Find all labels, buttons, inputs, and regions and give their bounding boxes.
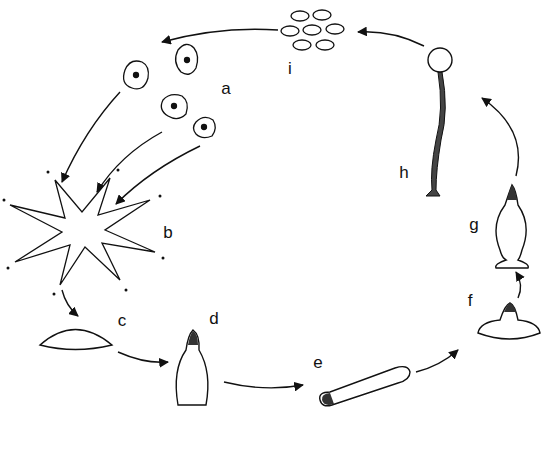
stage-letter: h — [399, 164, 408, 181]
culminant — [478, 303, 540, 339]
stage-letter: a — [221, 80, 230, 97]
stage-letter: f — [468, 292, 473, 309]
stage-letter: i — [288, 60, 292, 77]
stage-letter: g — [469, 216, 478, 233]
stage-letter: c — [118, 312, 127, 329]
upright-slug — [176, 330, 208, 405]
rising-culminant — [496, 185, 529, 268]
mound — [40, 330, 112, 350]
aggregation — [3, 169, 165, 296]
migrating-slug — [320, 367, 410, 406]
stage-letter: b — [163, 224, 172, 241]
stage-letter: e — [313, 354, 322, 371]
spores — [281, 10, 344, 50]
amoebae — [124, 44, 216, 137]
fruiting-body — [426, 48, 452, 196]
stage-letter: d — [209, 310, 218, 327]
